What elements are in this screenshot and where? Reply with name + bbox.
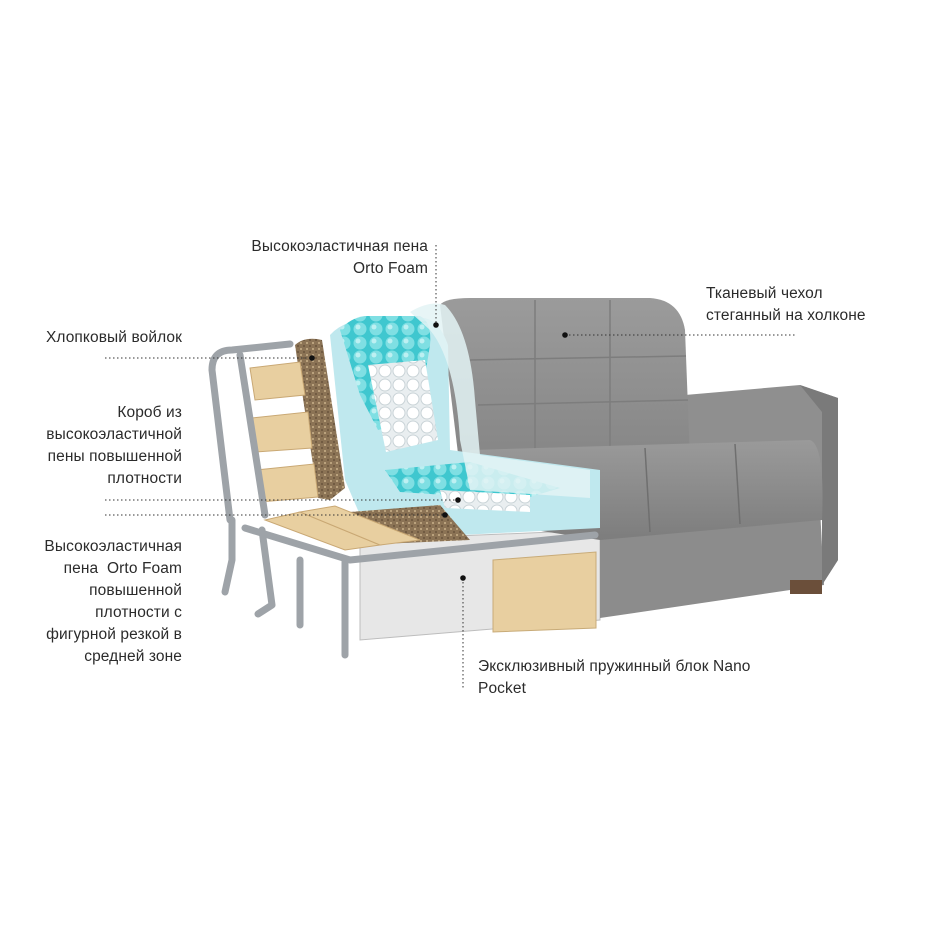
label-line: пена Orto Foam [63, 560, 182, 577]
label-line: Pocket [478, 680, 526, 697]
white-padding-layer [410, 303, 590, 498]
label-line: Высокоэластичная [44, 538, 182, 555]
leader-dots [309, 322, 568, 581]
label-line: стеганный на холконе [706, 307, 866, 324]
pocket-springs-back [368, 360, 438, 452]
label-line: высокоэластичной [46, 426, 182, 443]
back-slats [249, 361, 319, 503]
label-line: Хлопковый войлок [45, 329, 182, 346]
label-fabric-cover: Тканевый чехол стеганный на холконе [706, 283, 916, 327]
label-line: плотности с [95, 604, 182, 621]
label-high-elastic-foam: Высокоэластичная пена Orto Foam [200, 236, 428, 280]
label-high-elastic-foam-shaped: Высокоэластичная пена Orto Foam повышенн… [10, 536, 182, 668]
label-line: фигурной резкой в [46, 626, 182, 643]
label-cotton-felt: Хлопковый войлок [10, 327, 182, 349]
label-line: средней зоне [84, 648, 182, 665]
drawer-wood-panel [492, 551, 597, 633]
label-spring-block: Эксклюзивный пружинный блок Nano Pocket [478, 656, 808, 700]
leader-lines [105, 245, 795, 688]
label-line: Эксклюзивный пружинный блок Nano [478, 658, 751, 675]
backrest-upholstery [440, 298, 690, 470]
label-line: пены повышенной [47, 448, 182, 465]
seat-slats [263, 505, 421, 551]
metal-frame [208, 340, 599, 659]
cotton-felt-layer [295, 338, 345, 500]
label-line: плотности [107, 470, 182, 487]
label-line: Высокоэластичная пена [251, 238, 428, 255]
label-line: повышенной [89, 582, 182, 599]
label-line: Тканевый чехол [706, 285, 823, 302]
label-line: Orto Foam [353, 260, 428, 277]
label-foam-box: Короб из высокоэластичной пены повышенно… [10, 402, 182, 490]
label-line: Короб из [117, 404, 182, 421]
pocket-springs-seat [440, 490, 530, 512]
